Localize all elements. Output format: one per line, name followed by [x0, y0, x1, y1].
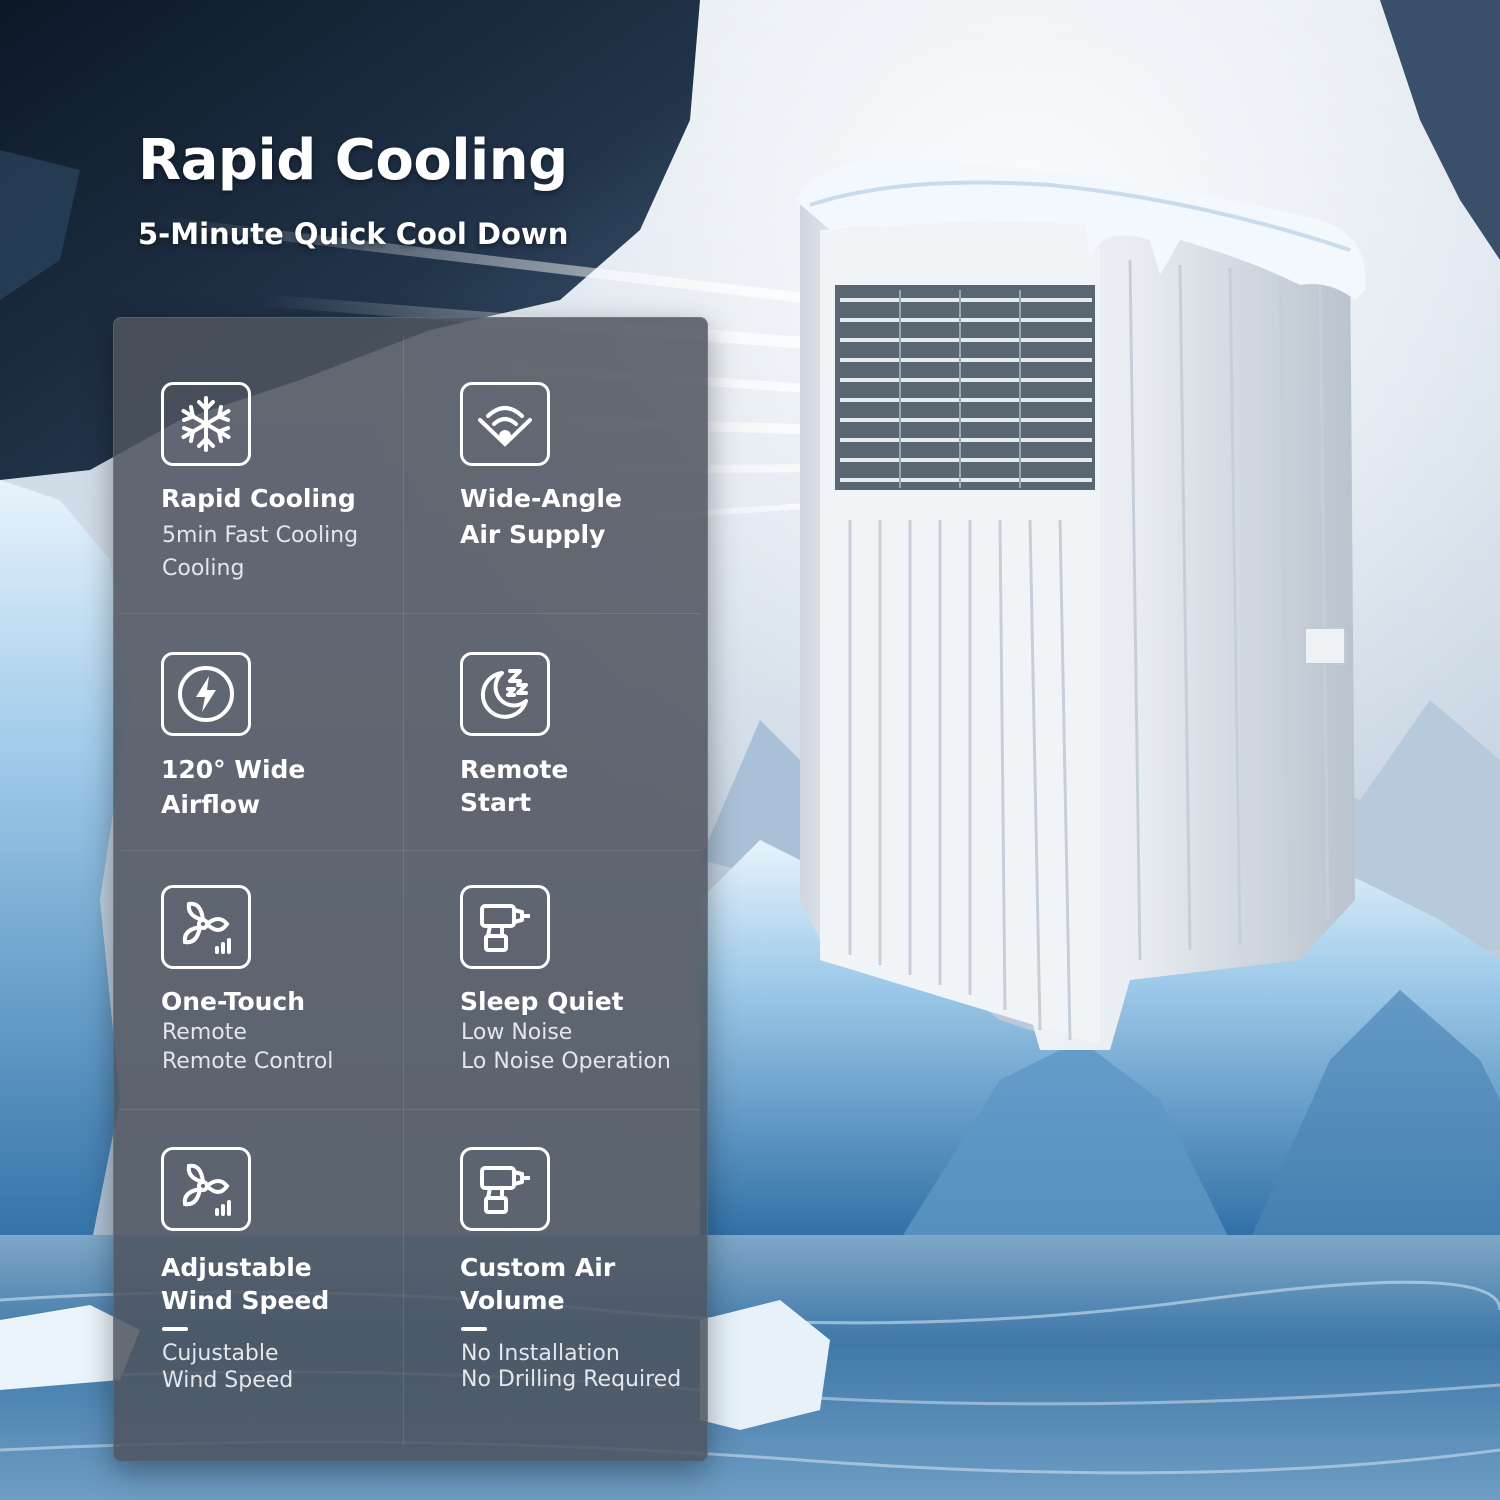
column-divider [403, 335, 404, 1445]
row-divider [121, 1109, 700, 1110]
feature-description: Cooling [162, 556, 245, 581]
title-underline [461, 1327, 487, 1331]
feature-title: 120° Wide [161, 755, 306, 784]
feature-description: Wind Speed [162, 1368, 294, 1393]
wide-angle-airflow-icon [460, 382, 550, 466]
feature-title: Start [460, 788, 532, 817]
feature-title: Custom Air [460, 1253, 616, 1282]
feature-title: Adjustable [161, 1253, 312, 1282]
feature-description: No Drilling Required [461, 1367, 682, 1392]
feature-description: Lo Noise Operation [461, 1049, 671, 1074]
feature-description: Cujustable [162, 1341, 279, 1366]
feature-description: Remote Control [162, 1049, 334, 1074]
feature-title: Wide-Angle [460, 484, 622, 513]
fan-speed-icon [161, 885, 251, 969]
feature-description: Remote [162, 1020, 247, 1045]
page-title: Rapid Cooling [138, 128, 568, 193]
row-divider [121, 613, 700, 614]
feature-panel: Rapid Cooling 5min Fast Cooling Cooling … [113, 317, 708, 1462]
headline: Rapid Cooling 5-Minute Quick Cool Down [138, 128, 568, 254]
feature-description: No Installation [461, 1341, 620, 1366]
feature-title: Sleep Quiet [460, 987, 624, 1016]
page-subtitle: 5-Minute Quick Cool Down [138, 217, 569, 251]
feature-title: Airflow [161, 790, 261, 819]
feature-title: Volume [460, 1286, 565, 1315]
drill-icon [460, 885, 550, 969]
drill-icon [460, 1147, 550, 1231]
fan-speed-icon [161, 1147, 251, 1231]
feature-title: One-Touch [161, 987, 306, 1016]
feature-title: Rapid Cooling [161, 484, 356, 513]
feature-description: 5min Fast Cooling [162, 523, 359, 548]
feature-title: Air Supply [460, 520, 606, 549]
snowflake-icon [161, 382, 251, 466]
title-underline [162, 1327, 188, 1331]
feature-description: Low Noise [461, 1020, 573, 1045]
air-conditioner-illustration [795, 158, 1366, 1050]
feature-title: Wind Speed [161, 1286, 330, 1315]
moon-sleep-icon [460, 652, 550, 736]
feature-title: Remote [460, 755, 569, 784]
row-divider [121, 850, 700, 851]
lightning-bolt-icon [161, 652, 251, 736]
